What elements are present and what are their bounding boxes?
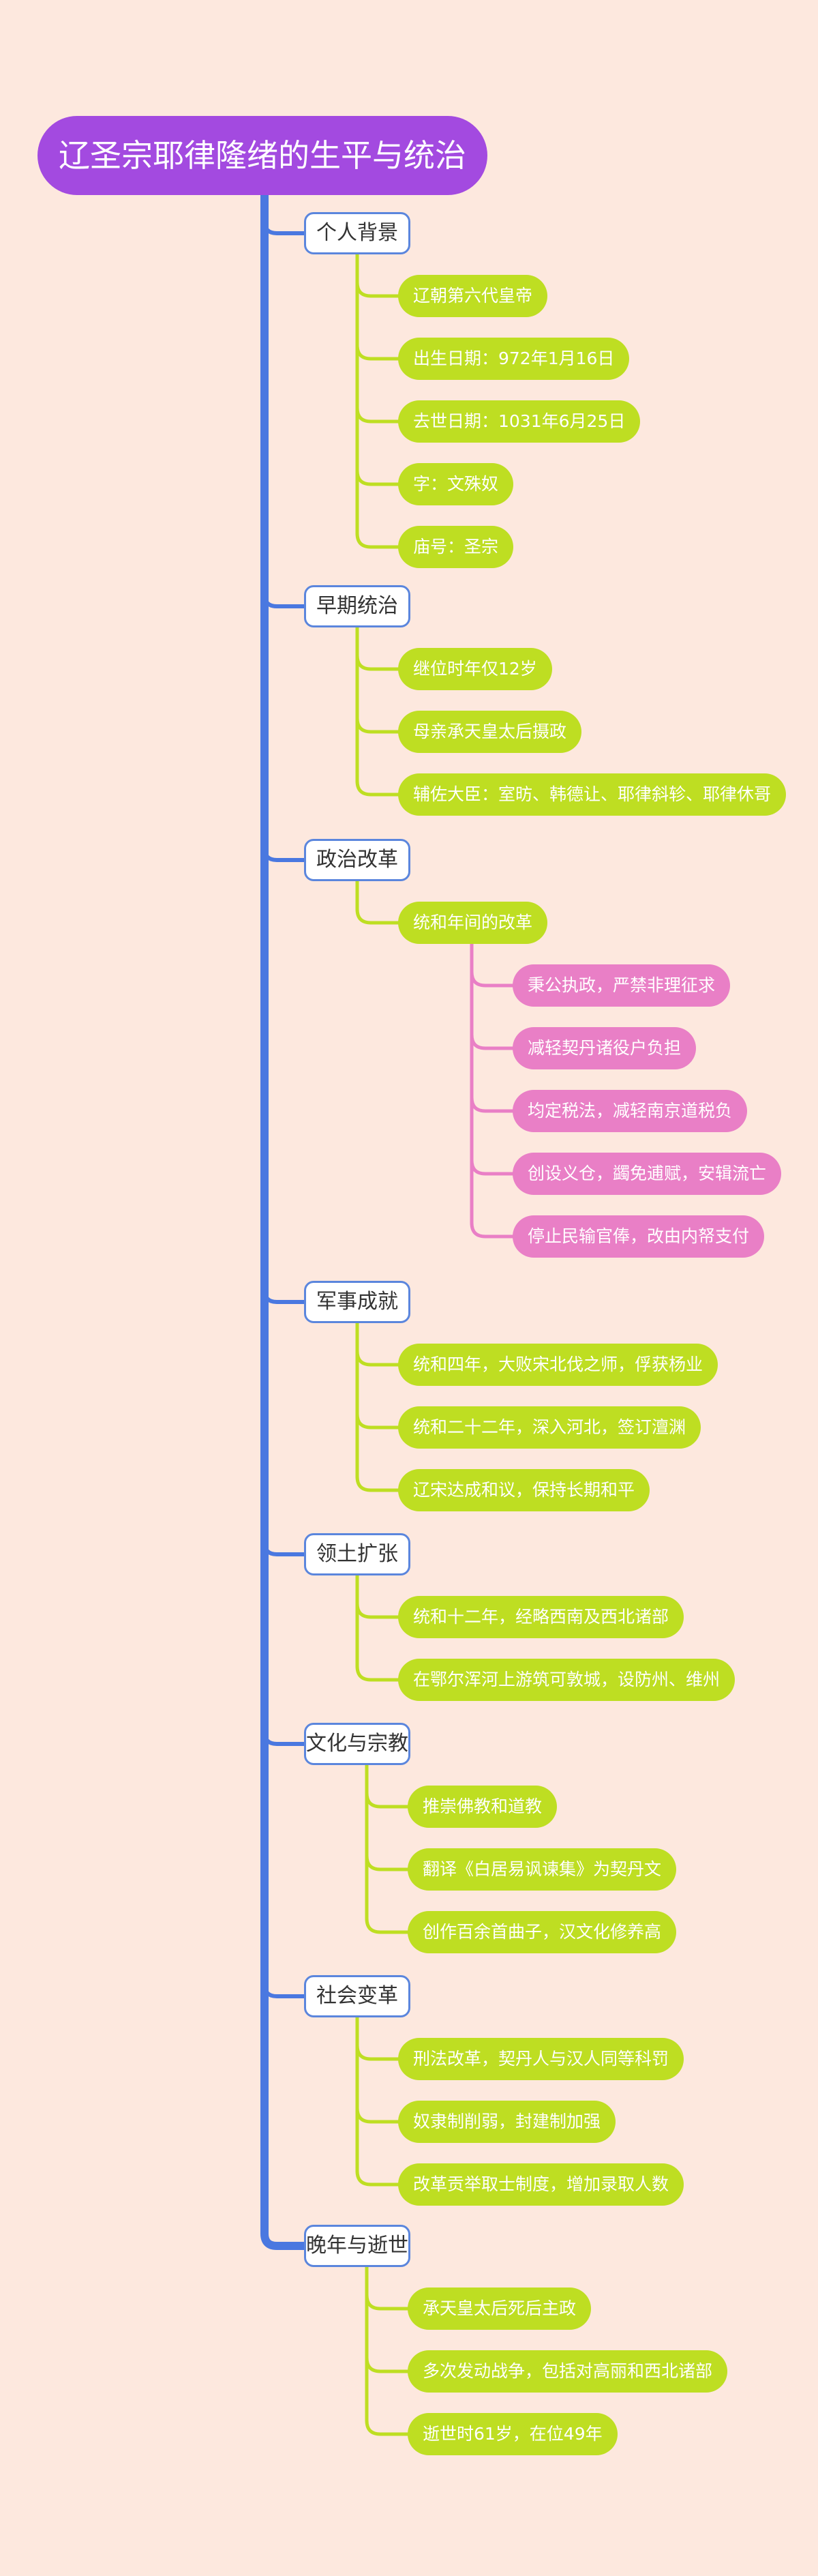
topic-5-1[interactable]: 统和十二年，经略西南及西北诸部: [398, 1596, 684, 1638]
topic-branch-4-1: [355, 1349, 400, 1367]
section-6[interactable]: 文化与宗教: [304, 1723, 410, 1765]
topic-branch-2-1: [355, 653, 400, 671]
section-branch-6: [262, 1730, 306, 1746]
root-topic[interactable]: 辽圣宗耶律隆绪的生平与统治: [37, 116, 487, 195]
topic-1-1[interactable]: 辽朝第六代皇帝: [398, 275, 548, 317]
section-branch-1: [262, 219, 306, 235]
section-7[interactable]: 社会变革: [304, 1975, 410, 2017]
topic-4-2[interactable]: 统和二十二年，深入河北，签订澶渊: [398, 1406, 701, 1449]
topic-branch-7-2: [355, 2106, 400, 2124]
topic-branch-8-3: [365, 2418, 410, 2436]
topic-2-2[interactable]: 母亲承天皇太后摄政: [398, 711, 582, 753]
subtopic-branch-5: [470, 1221, 515, 1239]
topic-4-1[interactable]: 统和四年，大败宋北伐之师，俘获杨业: [398, 1344, 718, 1386]
topic-branch-5-1: [355, 1601, 400, 1619]
topic-branch-8-2: [365, 2356, 410, 2373]
section-branch-4: [262, 1288, 306, 1304]
section-4[interactable]: 军事成就: [304, 1281, 410, 1323]
topic-2-3[interactable]: 辅佐大臣：室昉、韩德让、耶律斜轸、耶律休哥: [398, 773, 787, 816]
topic-6-1[interactable]: 推崇佛教和道教: [408, 1786, 558, 1828]
section-branch-7: [262, 1982, 306, 1998]
topic-branch-2-3: [355, 779, 400, 797]
topic-branch-4-2: [355, 1412, 400, 1430]
topic-1-3[interactable]: 去世日期：1031年6月25日: [398, 400, 641, 443]
subtopic-branch-1: [470, 970, 515, 988]
subtopic-3[interactable]: 均定税法，减轻南京道税负: [513, 1090, 748, 1132]
section-branch-5: [262, 1540, 306, 1556]
topic-branch-7-1: [355, 2043, 400, 2061]
topic-branch-7-3: [355, 2169, 400, 2187]
topic-branch-4-3: [355, 1475, 400, 1492]
topic-1-2[interactable]: 出生日期：972年1月16日: [398, 338, 630, 380]
section-branch-2: [262, 592, 306, 608]
topic-branch-8-1: [365, 2293, 410, 2311]
topic-branch-1-5: [355, 531, 400, 549]
subtopic-2[interactable]: 减轻契丹诸役户负担: [513, 1027, 697, 1069]
topic-branch-6-2: [365, 1854, 410, 1871]
topic-branch-1-2: [355, 343, 400, 361]
topic-5-2[interactable]: 在鄂尔浑河上游筑可敦城，设防州、维州: [398, 1659, 736, 1701]
topic-7-1[interactable]: 刑法改革，契丹人与汉人同等科罚: [398, 2038, 684, 2080]
topic-branch-3-1: [355, 907, 400, 925]
section-5[interactable]: 领土扩张: [304, 1533, 410, 1575]
section-2[interactable]: 早期统治: [304, 585, 410, 627]
section-1[interactable]: 个人背景: [304, 212, 410, 254]
topic-4-3[interactable]: 辽宋达成和议，保持长期和平: [398, 1469, 650, 1511]
topic-branch-1-4: [355, 469, 400, 486]
topic-7-3[interactable]: 改革贡举取士制度，增加录取人数: [398, 2163, 684, 2206]
topic-3-1[interactable]: 统和年间的改革: [398, 902, 548, 944]
section-8[interactable]: 晚年与逝世: [304, 2225, 410, 2267]
topic-branch-6-3: [365, 1916, 410, 1934]
topic-branch-5-2: [355, 1664, 400, 1682]
topic-2-1[interactable]: 继位时年仅12岁: [398, 648, 552, 690]
topic-1-4[interactable]: 字：文殊奴: [398, 463, 514, 505]
topic-branch-6-1: [365, 1791, 410, 1809]
topic-8-2[interactable]: 多次发动战争，包括对高丽和西北诸部: [408, 2350, 728, 2393]
topic-branch-1-1: [355, 280, 400, 298]
section-branch-3: [262, 846, 306, 862]
topic-branch-1-3: [355, 406, 400, 424]
subtopic-branch-2: [470, 1033, 515, 1050]
topic-6-2[interactable]: 翻译《白居易讽谏集》为契丹文: [408, 1848, 677, 1891]
subtopic-1[interactable]: 秉公执政，严禁非理征求: [513, 964, 731, 1007]
topic-branch-2-2: [355, 716, 400, 734]
topic-6-3[interactable]: 创作百余首曲子，汉文化修养高: [408, 1911, 677, 1953]
topic-8-1[interactable]: 承天皇太后死后主政: [408, 2288, 592, 2330]
topic-7-2[interactable]: 奴隶制削弱，封建制加强: [398, 2101, 616, 2143]
subtopic-4[interactable]: 创设义仓，蠲免逋赋，安辑流亡: [513, 1153, 782, 1195]
topic-8-3[interactable]: 逝世时61岁，在位49年: [408, 2413, 618, 2455]
section-3[interactable]: 政治改革: [304, 839, 410, 881]
subtopic-branch-4: [470, 1158, 515, 1176]
topic-1-5[interactable]: 庙号：圣宗: [398, 526, 514, 568]
subtopic-branch-3: [470, 1095, 515, 1113]
subtopic-5[interactable]: 停止民输官俸，改由内帑支付: [513, 1215, 765, 1258]
main-spine: [260, 191, 308, 2250]
